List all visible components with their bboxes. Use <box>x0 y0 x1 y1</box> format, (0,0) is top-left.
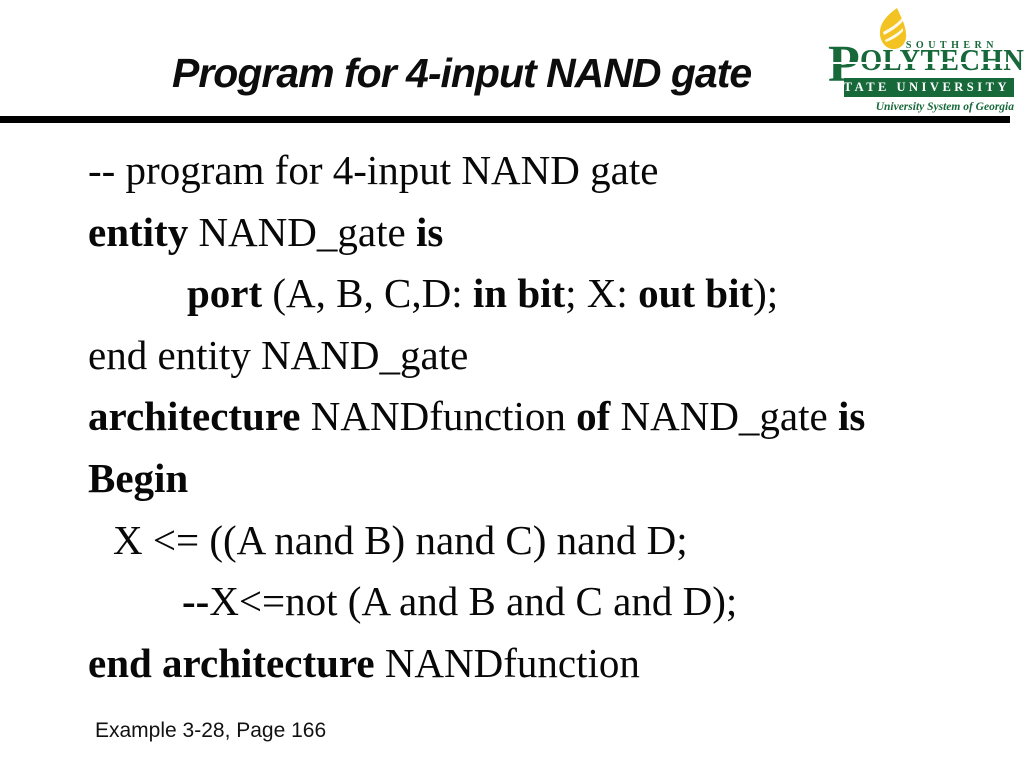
header-divider-rule <box>0 116 1010 123</box>
code-segment: end entity NAND_gate <box>88 331 469 378</box>
code-segment: -- <box>182 578 210 625</box>
logo-state-university-text: STATE UNIVERSITY <box>833 80 1010 94</box>
code-segment: in bit <box>472 270 566 317</box>
code-segment: end architecture <box>88 639 375 686</box>
code-segment: NANDfunction <box>300 393 577 440</box>
logo-polytechnic-rest: OLYTECHNIC <box>859 42 1024 77</box>
code-line: --X<=not (A and B and C and D); <box>182 581 737 622</box>
page-title: Program for 4-input NAND gate <box>172 50 752 96</box>
code-line: -- program for 4-input NAND gate <box>88 150 658 191</box>
logo-state-university-bar: STATE UNIVERSITY <box>833 78 1014 97</box>
logo-tagline: University System of Georgia <box>875 101 1014 113</box>
code-segment: architecture <box>88 393 301 440</box>
code-segment: port <box>187 270 263 317</box>
code-line: Begin <box>88 458 188 499</box>
code-segment: of <box>576 393 611 440</box>
code-segment: Begin <box>88 455 189 501</box>
code-segment: (A, B, C,D: <box>262 270 473 317</box>
code-segment: out bit <box>638 270 754 317</box>
code-segment: NAND_gate <box>610 393 838 440</box>
code-segment: X <= ((A nand B) nand C) nand D; <box>113 516 688 563</box>
code-line: architecture NANDfunction of NAND_gate i… <box>88 396 865 437</box>
code-line: X <= ((A nand B) nand C) nand D; <box>113 516 688 563</box>
university-logo: SOUTHERN POLYTECHNIC STATE UNIVERSITY Un… <box>828 4 1024 116</box>
logo-polytechnic-initial: P <box>828 36 860 93</box>
code-line: port (A, B, C,D: in bit; X: out bit); <box>187 273 778 314</box>
code-segment: ); <box>753 270 779 317</box>
code-segment: NAND_gate <box>188 208 416 255</box>
code-segment: entity <box>88 208 189 255</box>
code-line: end entity NAND_gate <box>88 331 469 378</box>
code-segment: NANDfunction <box>374 639 640 686</box>
code-line: end architecture NANDfunction <box>88 639 640 686</box>
code-segment: is <box>415 208 444 255</box>
code-line: entity NAND_gate is <box>88 208 444 255</box>
logo-southern-text: SOUTHERN <box>905 40 998 51</box>
logo-polytechnic-text: POLYTECHNIC <box>828 36 1024 93</box>
code-segment: ; X: <box>565 270 639 317</box>
code-segment: X<=not (A and B and C and D); <box>209 578 738 625</box>
code-segment: -- program for 4-input NAND gate <box>88 147 659 193</box>
flame-icon <box>876 8 910 50</box>
logo-white-stripe <box>828 62 1014 64</box>
footer-reference: Example 3-28, Page 166 <box>95 719 327 742</box>
code-segment: is <box>837 393 866 440</box>
